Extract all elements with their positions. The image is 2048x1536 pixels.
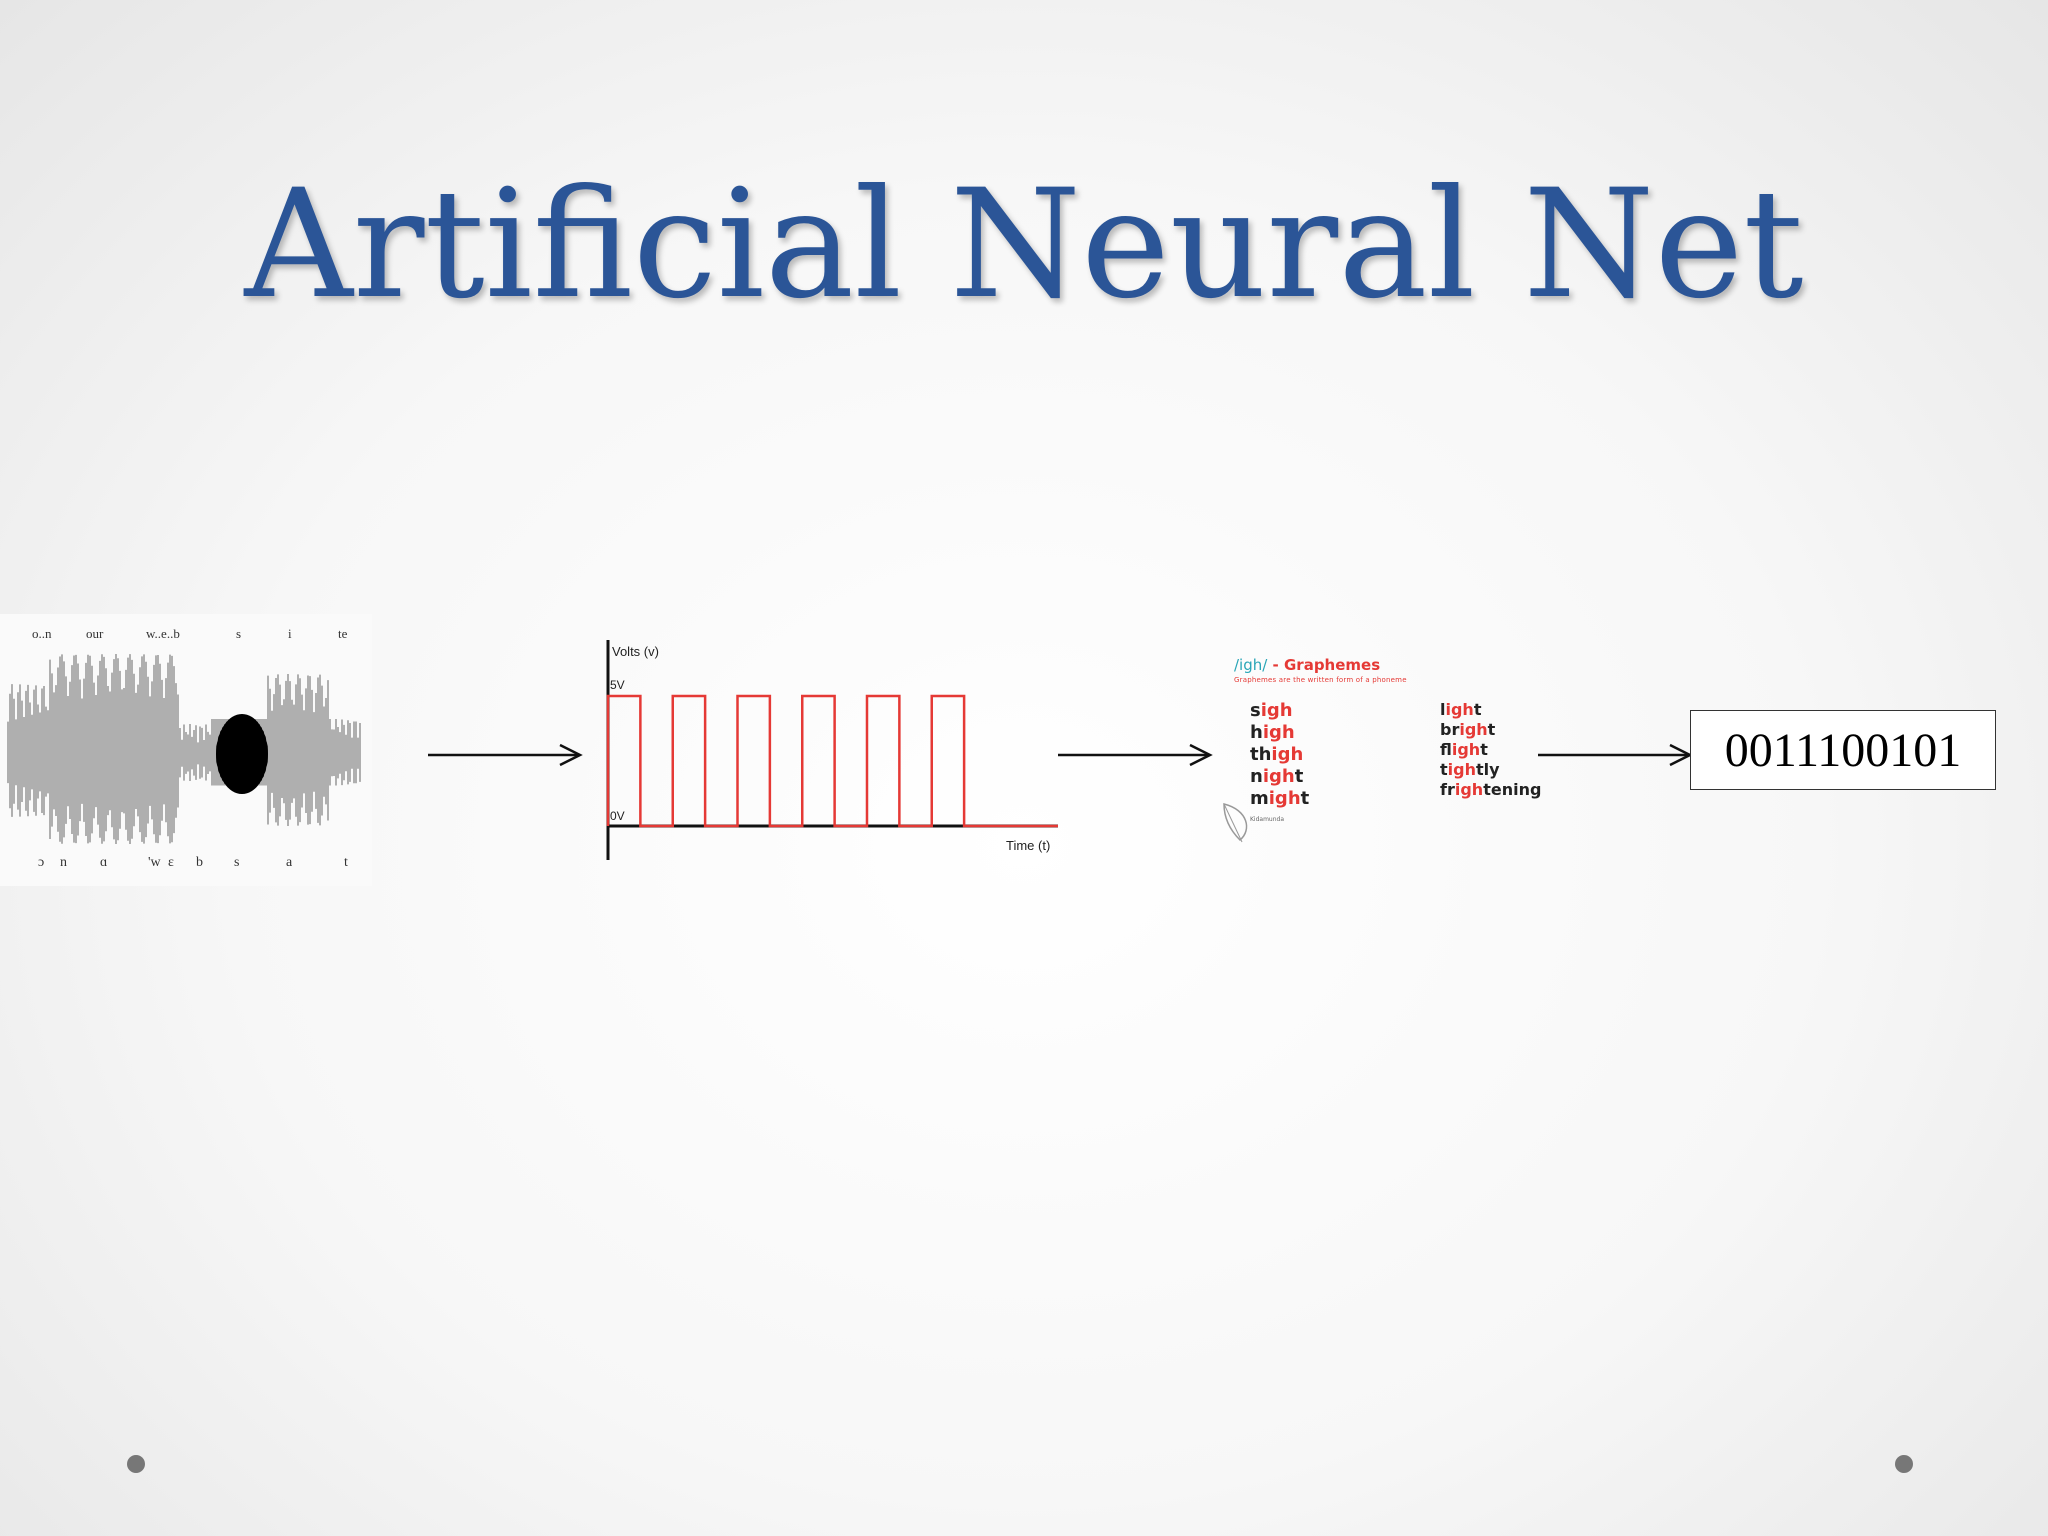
arrow-1 xyxy=(428,743,583,767)
low-level-label: 0V xyxy=(610,809,625,823)
grapheme-word: bright xyxy=(1440,720,1496,739)
bullet-dot-right xyxy=(1895,1455,1913,1473)
y-axis-label: Volts (v) xyxy=(612,644,659,659)
graphemes-subtitle: Graphemes are the written form of a phon… xyxy=(1234,676,1407,684)
speech-waveform-image: o..n our w..e..b s i te ɔ n ɑ 'w ɛ b s a… xyxy=(0,614,372,886)
waveform-bottom-label: 'w xyxy=(148,855,162,870)
waveform-bottom-label: n xyxy=(60,855,67,870)
waveform-bottom-label: ɛ xyxy=(168,855,174,870)
waveform-bottom-label: a xyxy=(286,855,293,870)
brand-label: Kidamunda xyxy=(1250,816,1285,823)
waveform-signal xyxy=(7,654,361,844)
phoneme-label: /igh/ xyxy=(1234,656,1268,674)
slide-title: Artificial Neural Net xyxy=(244,158,1804,332)
grapheme-word: light xyxy=(1440,700,1482,719)
grapheme-word: night xyxy=(1250,766,1304,787)
grapheme-word: flight xyxy=(1440,740,1488,759)
high-level-label: 5V xyxy=(610,678,625,692)
leaf-logo-icon xyxy=(1223,803,1248,843)
waveform-bottom-label: s xyxy=(234,855,239,870)
arrow-3 xyxy=(1538,743,1693,767)
bullet-dot-left xyxy=(127,1455,145,1473)
waveform-bottom-label: ɔ xyxy=(38,855,44,870)
waveform-top-label: i xyxy=(288,626,292,641)
graphemes-heading: /igh/ - Graphemes xyxy=(1234,656,1380,674)
waveform-burst xyxy=(216,714,268,794)
grapheme-word: sigh xyxy=(1250,700,1293,721)
square-wave-signal xyxy=(606,694,1058,828)
grapheme-word: thigh xyxy=(1250,744,1304,765)
waveform-bottom-label: b xyxy=(196,855,203,870)
waveform-top-label: s xyxy=(236,626,241,641)
waveform-bottom-label: ɑ xyxy=(100,855,107,870)
waveform-top-label: te xyxy=(338,626,348,641)
waveform-bottom-label: t xyxy=(344,855,348,870)
waveform-top-label: our xyxy=(86,626,104,641)
waveform-top-label: w..e..b xyxy=(146,626,180,641)
waveform-top-label: o..n xyxy=(32,626,52,641)
arrow-2 xyxy=(1058,743,1213,767)
square-wave-chart: Volts (v) 5V 0V Time (t) xyxy=(596,636,1066,862)
graphemes-title: - Graphemes xyxy=(1267,656,1381,674)
grapheme-word: might xyxy=(1250,788,1310,809)
grapheme-word: high xyxy=(1250,722,1295,743)
binary-output-box: 0011100101 xyxy=(1690,710,1996,790)
x-axis-label: Time (t) xyxy=(1006,838,1050,853)
graphemes-image: /igh/ - Graphemes Graphemes are the writ… xyxy=(1210,648,1560,866)
grapheme-word: tightly xyxy=(1440,760,1500,779)
grapheme-word: frightening xyxy=(1440,780,1542,799)
